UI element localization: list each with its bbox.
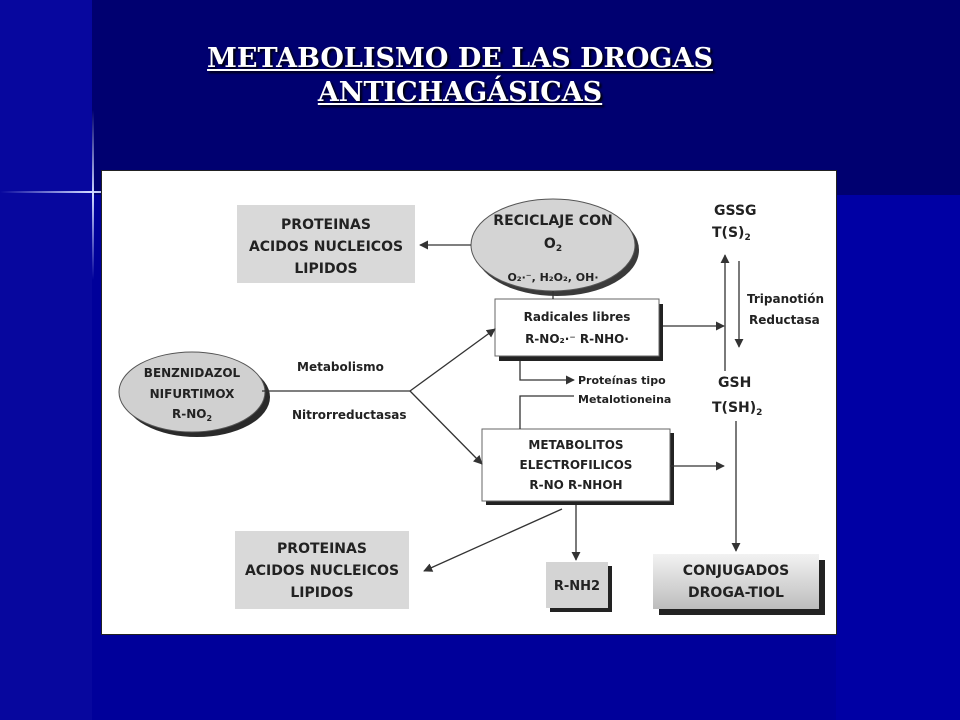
background-right-band	[836, 195, 960, 720]
diagram-panel: PROTEINAS ACIDOS NUCLEICOS LIPIDOS RECIC…	[101, 170, 837, 635]
metabolismo-label: Metabolismo	[297, 360, 384, 374]
metalotioneina-label: Metalotioneina	[578, 393, 671, 406]
targets-bottom-acidos: ACIDOS NUCLEICOS	[245, 563, 399, 579]
reciclaje-ellipse: RECICLAJE CON O2 O₂·⁻, H₂O₂, OH·	[470, 198, 639, 296]
reciclaje-species: O₂·⁻, H₂O₂, OH·	[507, 271, 598, 284]
metabolism-diagram: PROTEINAS ACIDOS NUCLEICOS LIPIDOS RECIC…	[118, 198, 825, 615]
targets-top-acidos: ACIDOS NUCLEICOS	[249, 239, 403, 255]
conjugados-box: CONJUGADOS DROGA-TIOL	[653, 554, 825, 615]
radicales-box: Radicales libres R-NO₂·⁻ R-NHO·	[494, 298, 663, 361]
conjugados-line1: CONJUGADOS	[683, 563, 789, 579]
gsh-formula: T(SH)2	[712, 400, 762, 418]
reciclaje-line1: RECICLAJE CON	[493, 213, 612, 229]
conjugados-line2: DROGA-TIOL	[688, 585, 784, 601]
targets-bottom-proteinas: PROTEINAS	[277, 541, 367, 557]
targets-box-top: PROTEINAS ACIDOS NUCLEICOS LIPIDOS	[237, 205, 415, 283]
targets-top-lipidos: LIPIDOS	[294, 261, 357, 277]
arrow-to-radicales	[409, 328, 496, 392]
rnh2-box: R-NH2	[546, 562, 612, 612]
drug-line1: BENZNIDAZOL	[144, 366, 241, 380]
metabolitos-line1: METABOLITOS	[528, 438, 623, 452]
drug-line3: R-NO2	[172, 407, 212, 423]
connector-metabolitos-to-proteinas-tipo	[519, 395, 574, 429]
light-flare-vertical	[92, 110, 94, 280]
nitrorreductasas-label: Nitrorreductasas	[292, 408, 407, 422]
radicales-line2: R-NO₂·⁻ R-NHO·	[525, 332, 629, 346]
radicales-line1: Radicales libres	[524, 310, 631, 324]
background-left-band	[0, 0, 92, 720]
proteinas-tipo-label: Proteínas tipo	[578, 374, 666, 387]
targets-bottom-lipidos: LIPIDOS	[290, 585, 353, 601]
targets-box-top-bg	[237, 205, 415, 283]
arrow-metabolitos-to-targets	[423, 508, 563, 572]
arrow-radicales-to-proteinas-tipo	[519, 361, 575, 385]
reciclaje-line2: O2	[544, 236, 562, 254]
slide-title-line2: ANTICHAGÁSICAS	[317, 77, 603, 108]
rnh2-label: R-NH2	[554, 579, 600, 594]
targets-top-proteinas: PROTEINAS	[281, 217, 371, 233]
background-top-band	[0, 0, 960, 195]
light-flare-horizontal	[0, 191, 200, 193]
drug-line2: NIFURTIMOX	[150, 387, 236, 401]
gssg-label: GSSG	[714, 203, 757, 219]
radicales-box-bg	[494, 298, 660, 357]
tripanotion-label: Tripanotión	[747, 292, 824, 306]
slide-title-line1: METABOLISMO DE LAS DROGAS	[207, 43, 713, 74]
reductasa-label: Reductasa	[749, 313, 820, 327]
metabolitos-box-bg	[481, 428, 671, 502]
drug-ellipse: BENZNIDAZOL NIFURTIMOX R-NO2	[118, 351, 270, 437]
metabolitos-line2: ELECTROFILICOS	[520, 458, 633, 472]
metabolitos-box: METABOLITOS ELECTROFILICOS R-NO R-NHOH	[481, 428, 674, 505]
metabolitos-line3: R-NO R-NHOH	[529, 478, 622, 492]
conjugados-box-bg	[653, 554, 819, 609]
targets-box-bottom: PROTEINAS ACIDOS NUCLEICOS LIPIDOS	[235, 531, 409, 609]
drug-ellipse-bg	[118, 351, 266, 433]
arrow-to-metabolitos	[409, 390, 483, 465]
diagram-arrows	[262, 240, 744, 572]
gssg-formula: T(S)2	[712, 225, 751, 243]
targets-box-bottom-bg	[235, 531, 409, 609]
gsh-label: GSH	[718, 375, 751, 391]
rnh2-box-bg	[546, 562, 608, 608]
slide-title: METABOLISMO DE LAS DROGAS ANTICHAGÁSICAS	[140, 42, 780, 110]
